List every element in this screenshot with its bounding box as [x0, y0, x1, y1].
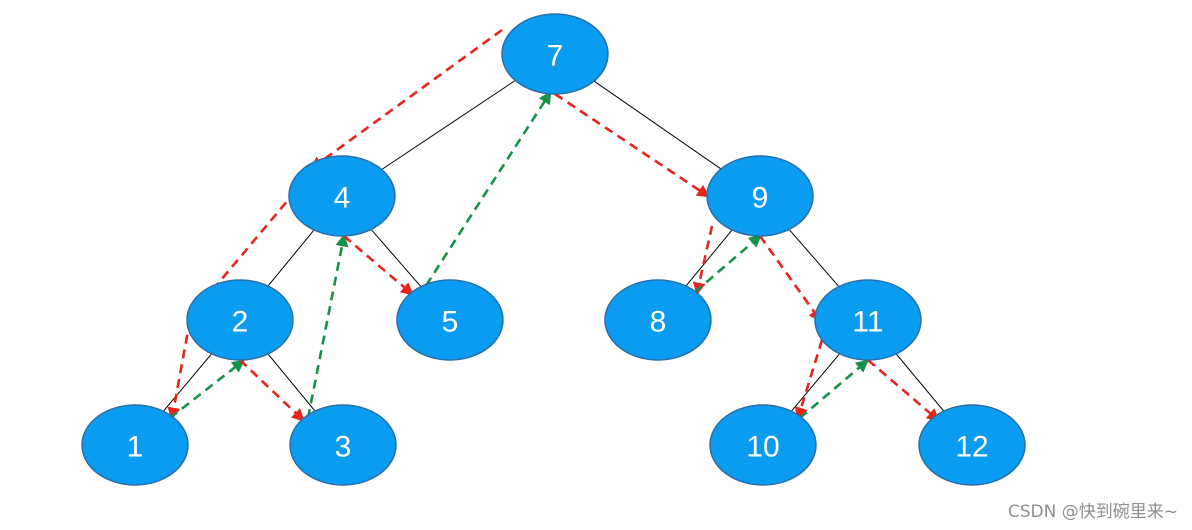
descend-arrow-n11-n10 — [794, 339, 824, 421]
node-ellipse — [709, 404, 817, 486]
node-ellipse — [186, 279, 294, 361]
descend-arrow-n7-n9 — [554, 92, 711, 198]
descend-arrow-n9-n11 — [758, 235, 822, 323]
ascend-arrow-n3-n4 — [306, 233, 349, 419]
node-ellipse — [289, 404, 397, 486]
node-ellipse — [604, 279, 712, 361]
node-label: 11 — [852, 306, 883, 339]
tree-node-11: 11 — [814, 279, 922, 361]
node-ellipse — [501, 13, 609, 95]
node-label: 7 — [547, 40, 564, 73]
tree-node-3: 3 — [289, 404, 397, 486]
tree-node-9: 9 — [706, 155, 814, 237]
tree-node-1: 1 — [81, 404, 189, 486]
node-label: 2 — [232, 306, 249, 339]
node-label: 9 — [752, 182, 769, 215]
csdn-watermark: CSDN @快到碗里来~ — [1007, 502, 1178, 522]
tree-edge-n9-n8 — [685, 229, 733, 287]
descend-arrow-n2-n1 — [167, 319, 192, 421]
node-label: 10 — [746, 431, 779, 464]
node-ellipse — [81, 404, 189, 486]
descend-arrow-n2-n3 — [239, 359, 305, 422]
ascend-arrow-n5-n7 — [416, 90, 552, 299]
node-ellipse — [706, 155, 814, 237]
node-ellipse — [918, 404, 1026, 486]
node-label: 1 — [127, 431, 144, 464]
descend-arrow-n11-n12 — [867, 359, 940, 422]
node-ellipse — [814, 279, 922, 361]
node-label: 12 — [955, 431, 988, 464]
tree-node-2: 2 — [186, 279, 294, 361]
descend-arrow-n9-n8 — [692, 225, 714, 296]
ascend-arrow-n1-n2 — [169, 359, 246, 420]
tree-node-8: 8 — [604, 279, 712, 361]
tree-edge-n2-n1 — [162, 353, 213, 412]
tree-edge-n4-n2 — [267, 229, 315, 287]
tree-node-4: 4 — [288, 155, 396, 237]
node-label: 8 — [650, 306, 667, 339]
tree-node-5: 5 — [396, 279, 504, 361]
node-label: 5 — [442, 306, 459, 339]
node-ellipse — [288, 155, 396, 237]
descend-arrow-n7-n4 — [309, 28, 503, 170]
tree-node-12: 12 — [918, 404, 1026, 486]
tree-edge-n7-n4 — [381, 80, 516, 170]
node-ellipse — [396, 279, 504, 361]
node-label: 3 — [335, 431, 352, 464]
tree-edge-n2-n3 — [267, 353, 316, 412]
tree-edge-n7-n9 — [593, 80, 722, 170]
tree-edge-n11-n10 — [790, 353, 841, 412]
traversal-arrow-layer — [167, 28, 940, 422]
tree-edge-n11-n12 — [895, 353, 945, 412]
tree-node-7: 7 — [501, 13, 609, 95]
node-label: 4 — [334, 182, 351, 215]
tree-edge-n9-n11 — [788, 229, 840, 287]
tree-edge-n4-n5 — [370, 229, 422, 287]
tree-node-10: 10 — [709, 404, 817, 486]
tree-edge-layer — [162, 80, 945, 412]
